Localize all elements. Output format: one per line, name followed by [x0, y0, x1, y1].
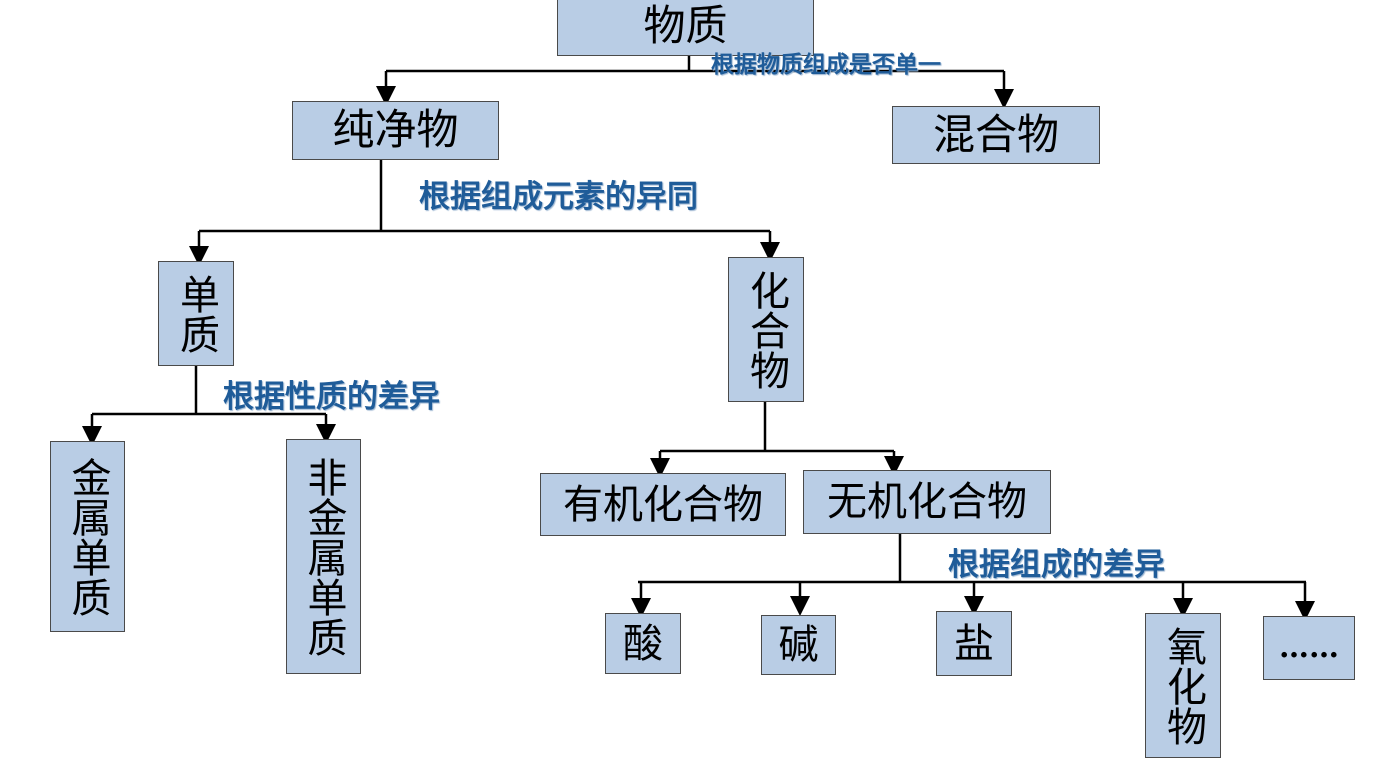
node-compound: 化合物	[728, 257, 804, 402]
node-metal-element-text: 金属单质	[64, 456, 111, 617]
node-element-substance-text: 单质	[173, 273, 219, 354]
node-salt: 盐	[936, 611, 1012, 676]
label-by-composition-single: 根据物质组成是否单一	[711, 52, 941, 78]
node-matter: 物质	[557, 0, 814, 56]
node-mixture: 混合物	[892, 106, 1100, 164]
node-metal-element: 金属单质	[50, 441, 125, 632]
node-nonmetal-element: 非金属单质	[286, 439, 361, 674]
label-by-element-composition: 根据组成元素的异同	[419, 179, 698, 215]
node-others: ……	[1263, 616, 1355, 680]
label-by-composition-difference: 根据组成的差异	[948, 547, 1165, 583]
node-base: 碱	[761, 615, 836, 675]
node-element-substance: 单质	[158, 261, 234, 366]
node-oxide-text: 氧化物	[1160, 625, 1206, 746]
node-pure-substance: 纯净物	[292, 101, 499, 160]
node-inorganic-compound: 无机化合物	[803, 470, 1051, 534]
label-by-property: 根据性质的差异	[223, 379, 440, 415]
node-organic-compound: 有机化合物	[540, 473, 786, 536]
node-compound-text: 化合物	[743, 269, 789, 390]
node-acid: 酸	[605, 613, 681, 674]
node-oxide: 氧化物	[1145, 613, 1221, 758]
node-nonmetal-element-text: 非金属单质	[300, 456, 347, 657]
